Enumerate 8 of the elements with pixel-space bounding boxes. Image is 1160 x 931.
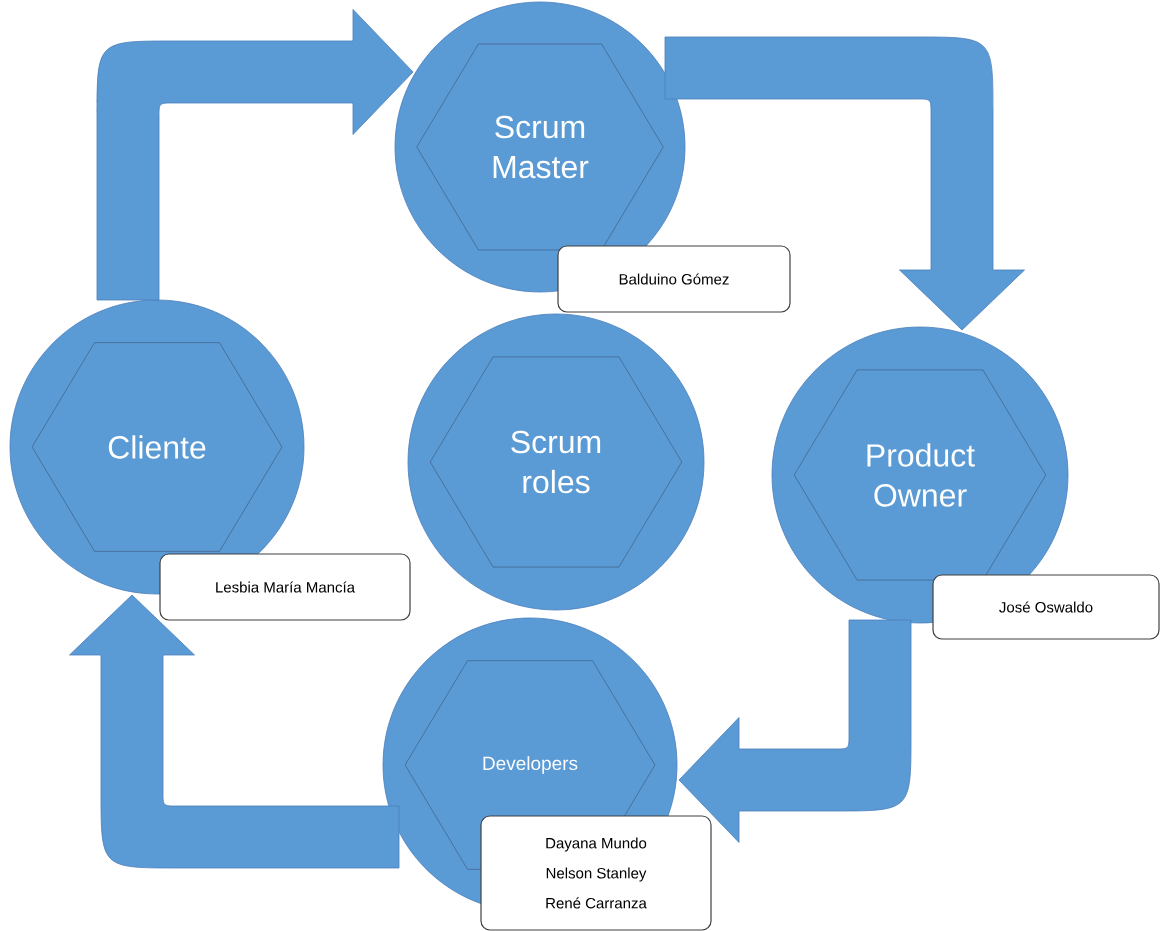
bent-arrow — [664, 36, 1025, 331]
name-box: Balduino Gómez — [557, 245, 791, 313]
bent-arrow — [678, 619, 912, 843]
name-box: José Oswaldo — [932, 574, 1160, 640]
name-box: Lesbia María Mancía — [159, 553, 411, 621]
name-box: Dayana Mundo Nelson Stanley René Carranza — [480, 815, 712, 931]
bent-arrow — [69, 594, 400, 869]
bent-arrow — [96, 9, 414, 301]
